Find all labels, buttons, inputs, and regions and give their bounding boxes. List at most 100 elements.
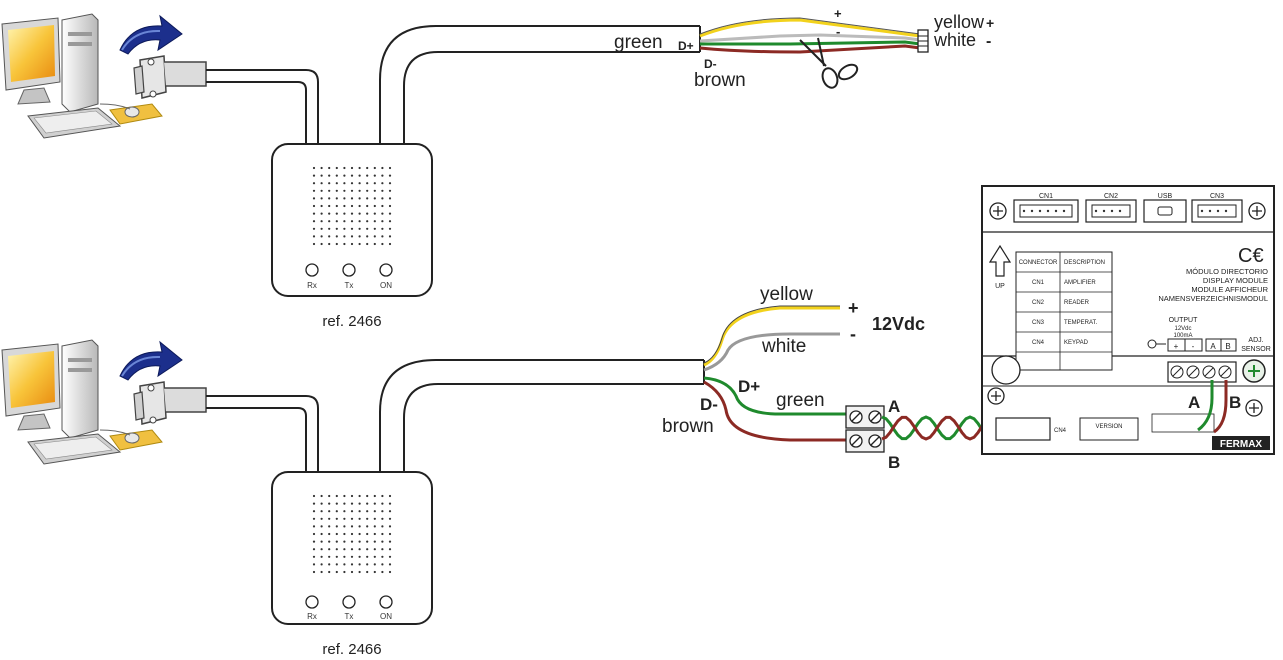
grille-dot — [320, 555, 323, 558]
grille-dot — [343, 220, 346, 223]
cn2-label: CN2 — [1104, 193, 1118, 200]
bottom-dminus-label: D- — [700, 395, 718, 414]
module-brown-lead — [1213, 380, 1228, 434]
grille-dot — [350, 182, 354, 185]
terminal-block — [845, 405, 885, 453]
table-header-connector: CONNECTOR — [1019, 260, 1058, 266]
grille-dot — [358, 502, 361, 505]
connector-pin — [1102, 209, 1106, 213]
grille-dot — [366, 166, 369, 170]
grille-dot — [358, 227, 361, 230]
speaker-grille — [312, 494, 392, 574]
grille-dot — [381, 570, 384, 574]
grille-dot — [328, 220, 331, 223]
terminal-minus: - — [1192, 342, 1195, 351]
top-white-label: white — [933, 30, 976, 50]
grille-dot — [381, 189, 384, 192]
module-name-fr: MODULE AFFICHEUR — [1191, 285, 1268, 294]
grille-dot — [373, 166, 376, 170]
grille-dot — [358, 532, 361, 536]
grille-dot — [388, 197, 392, 200]
terminal-screw-slot — [1188, 367, 1198, 377]
grille-dot — [388, 570, 392, 574]
grille-dot — [366, 517, 369, 520]
grille-dot — [373, 548, 376, 551]
grille-dot — [312, 204, 316, 208]
grille-dot — [335, 502, 338, 505]
bottom-dplus-label: D+ — [738, 377, 760, 396]
grille-dot — [312, 235, 316, 238]
grille-dot — [312, 510, 316, 513]
grille-dot — [366, 555, 369, 558]
grille-dot — [343, 174, 346, 177]
grille-dot — [312, 242, 316, 246]
grille-dot — [312, 502, 316, 505]
connector-pin — [1038, 209, 1042, 213]
version-label-box — [1079, 417, 1139, 441]
grille-dot — [343, 494, 346, 498]
connector-pin — [1054, 209, 1058, 213]
grille-dot — [328, 235, 331, 238]
grille-dot — [343, 182, 346, 185]
top-green-label: green — [614, 32, 663, 53]
grille-dot — [358, 570, 361, 574]
top-dplus-label: D+ — [678, 39, 694, 53]
grille-dot — [343, 189, 346, 192]
led-label-tx: Tx — [345, 281, 354, 290]
bottom-wire-bundle — [703, 305, 850, 442]
top-minus-mark: - — [836, 24, 840, 39]
output-arrow-icon — [1147, 339, 1166, 349]
grille-dot — [320, 174, 323, 177]
grille-dot — [328, 563, 331, 566]
grille-dot — [388, 242, 392, 246]
grille-dot — [328, 197, 331, 200]
grille-dot — [335, 220, 338, 223]
grille-dot — [373, 204, 376, 208]
grille-dot — [373, 525, 376, 528]
grille-dot — [335, 166, 338, 170]
grille-dot — [366, 494, 369, 498]
led-on — [379, 595, 393, 609]
led-label-rx: Rx — [307, 612, 317, 621]
table-row-cn4-desc: KEYPAD — [1064, 340, 1089, 346]
grille-dot — [381, 517, 384, 520]
grille-dot — [381, 510, 384, 513]
grille-dot — [320, 235, 323, 238]
bus-cable-top — [379, 25, 700, 146]
grille-dot — [328, 517, 331, 520]
grille-dot — [343, 548, 346, 551]
grille-dot — [366, 235, 369, 238]
grille-dot — [381, 555, 384, 558]
grille-dot — [328, 502, 331, 505]
grille-dot — [335, 563, 338, 566]
grille-dot — [312, 532, 316, 536]
version-label: VERSION — [1095, 424, 1122, 430]
grille-dot — [328, 555, 331, 558]
terminal-b: B — [1225, 342, 1230, 351]
output-voltage: 12Vdc — [1174, 326, 1191, 332]
top-wire-bundle — [699, 17, 921, 54]
top-yellow-sign: + — [986, 15, 994, 31]
output-current: 100mA — [1173, 333, 1192, 339]
grille-dot — [343, 540, 346, 543]
grille-dot — [328, 212, 331, 215]
grille-dot — [388, 166, 392, 170]
grille-dot — [373, 242, 376, 246]
grille-dot — [350, 570, 354, 574]
led-tx — [342, 263, 356, 277]
top-brown-label: brown — [694, 70, 746, 91]
grille-dot — [320, 220, 323, 223]
grille-dot — [320, 548, 323, 551]
grille-dot — [350, 563, 354, 566]
grille-dot — [358, 204, 361, 208]
grille-dot — [388, 227, 392, 230]
grille-dot — [388, 548, 392, 551]
grille-dot — [373, 235, 376, 238]
grille-dot — [335, 174, 338, 177]
grille-dot — [320, 204, 323, 208]
grille-dot — [320, 532, 323, 536]
grille-dot — [350, 525, 354, 528]
grille-dot — [312, 540, 316, 543]
grille-dot — [343, 166, 346, 170]
cn4-label: CN4 — [1054, 428, 1067, 434]
